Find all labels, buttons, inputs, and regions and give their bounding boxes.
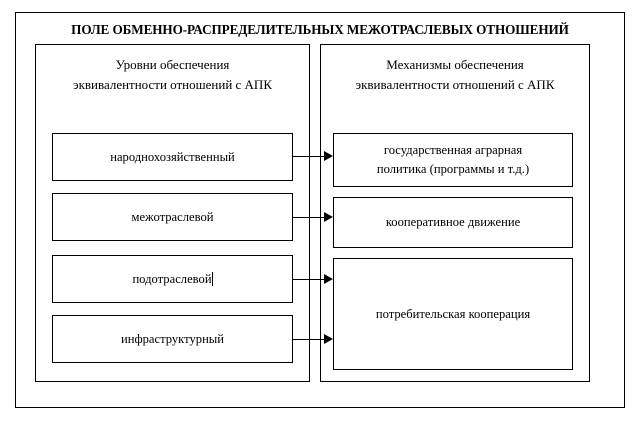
right-panel-header-line1: Механизмы обеспечения	[386, 57, 524, 72]
left-panel-header-line1: Уровни обеспечения	[115, 57, 230, 72]
right-node-gosudarstvennaya-agrarnaya-politika[interactable]: государственная аграрная политика (прогр…	[333, 133, 573, 187]
right-panel-header-line2: эквивалентности отношений с АПК	[355, 77, 555, 92]
left-panel-header-line2: эквивалентности отношений с АПК	[72, 77, 272, 92]
left-node-infrastrukturnyy[interactable]: инфраструктурный	[52, 315, 293, 363]
left-node-mezhotraslevoy[interactable]: межотраслевой	[52, 193, 293, 241]
connector-arrowhead-4	[324, 334, 333, 344]
connector-line-2	[293, 217, 327, 218]
right-node-label: потребительская кооперация	[375, 306, 531, 321]
connector-line-3	[293, 279, 327, 280]
right-node-kooperativnoe-dvizhenie[interactable]: кооперативное движение	[333, 197, 573, 248]
connector-line-1	[293, 156, 327, 157]
left-panel-header: Уровни обеспечения эквивалентности отнош…	[36, 55, 309, 95]
connector-arrowhead-2	[324, 212, 333, 222]
right-node-label: кооперативное движение	[385, 215, 521, 229]
left-node-label: инфраструктурный	[120, 331, 225, 346]
left-node-label: народнохозяйственный	[110, 149, 235, 164]
right-node-potrebitelskaya-kooperaciya[interactable]: потребительская кооперация	[333, 258, 573, 370]
left-node-label: подотраслевой	[132, 271, 212, 286]
right-panel-header: Механизмы обеспечения эквивалентности от…	[321, 55, 589, 95]
connector-line-4	[293, 339, 327, 340]
left-node-narodnohozyaystvennyy[interactable]: народнохозяйственный	[52, 133, 293, 181]
left-node-label: межотраслевой	[131, 209, 214, 224]
connector-arrowhead-3	[324, 274, 333, 284]
left-node-podotraslevoy[interactable]: подотраслевой	[52, 255, 293, 303]
connector-arrowhead-1	[324, 151, 333, 161]
right-node-label-line1: государственная аграрная	[383, 143, 523, 157]
text-cursor-caret	[211, 272, 213, 286]
page-title: ПОЛЕ ОБМЕННО-РАСПРЕДЕЛИТЕЛЬНЫХ МЕЖОТРАСЛ…	[71, 22, 569, 37]
right-node-label-line2: политика (программы и т.д.)	[376, 162, 530, 176]
